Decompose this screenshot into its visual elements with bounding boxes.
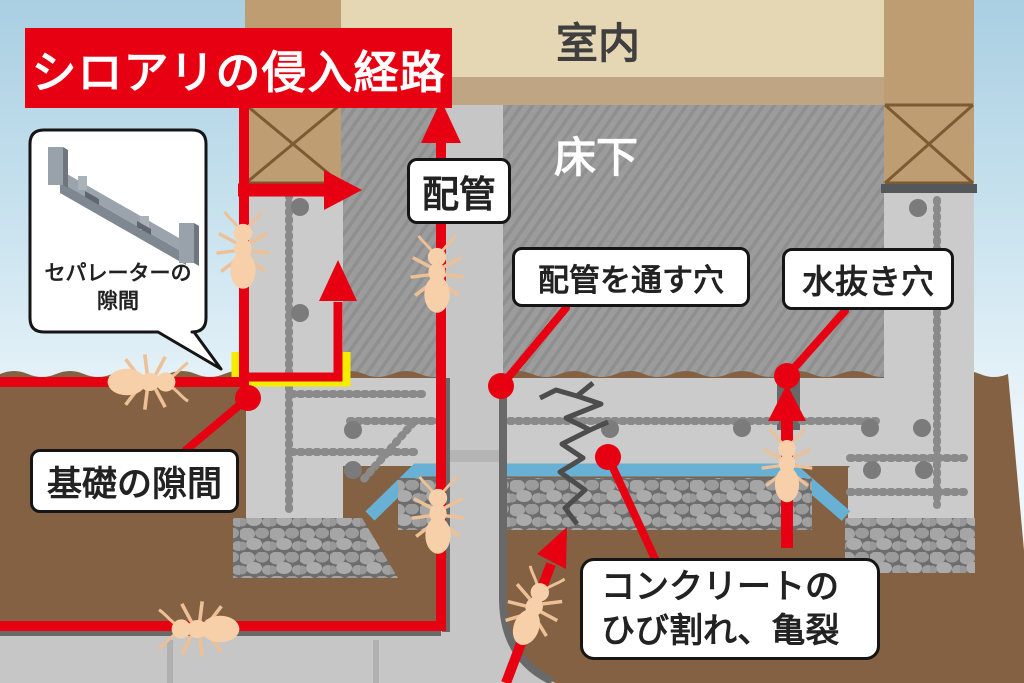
label-drain-hole: 水抜き穴 xyxy=(782,248,954,310)
label-concrete-crack-line1: コンクリートの xyxy=(601,567,839,606)
label-foundation-gap: 基礎の隙間 xyxy=(30,449,239,513)
rebar-dots xyxy=(291,198,933,479)
moisture-sheet xyxy=(365,463,851,521)
route-arrowheads xyxy=(319,100,806,569)
sill-plate-right xyxy=(881,184,977,193)
crack-icon xyxy=(538,381,610,526)
separator-illustration xyxy=(48,147,199,266)
rebar xyxy=(285,191,969,519)
indicator-dots xyxy=(235,363,800,470)
title-banner: シロアリの侵入経路 xyxy=(25,28,452,108)
foundation-wall-left xyxy=(246,188,343,525)
callout-separator-label: セパレーターの 隙間 xyxy=(30,260,206,317)
pipe-horizontal xyxy=(0,634,470,683)
callout-separator-line1: セパレーターの xyxy=(44,262,192,285)
area-label-indoor: 室内 xyxy=(556,20,641,67)
crawl-space-area xyxy=(341,105,884,378)
label-concrete-crack: コンクリートの ひび割れ、亀裂 xyxy=(580,558,880,660)
label-pipe-hole: 配管を通す穴 xyxy=(512,247,750,307)
wood-post-right xyxy=(884,0,974,185)
label-pipe: 配管 xyxy=(407,158,511,224)
area-label-underfloor: 床下 xyxy=(554,134,639,181)
callout-separator-line2: 隙間 xyxy=(97,290,139,314)
gravel-left xyxy=(233,518,398,578)
label-concrete-crack-line2: ひび割れ、亀裂 xyxy=(601,612,840,650)
indicator-lines xyxy=(182,304,849,565)
